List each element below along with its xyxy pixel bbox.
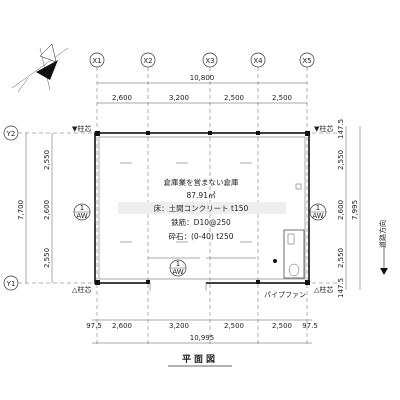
dim-right-seg-1: 147.5 <box>337 119 345 139</box>
grid-y1-label: Y1 <box>6 280 16 288</box>
dim-bottom-seg-3: 3,200 <box>169 322 189 330</box>
right-dimensions: 147.5 2,550 2,600 2,550 147.5 7,995 <box>337 119 361 298</box>
window-bottom-number: 1 <box>176 260 180 268</box>
arrow-down-icon <box>380 268 388 275</box>
dim-top-seg-3: 2,500 <box>224 94 244 102</box>
dim-right-total: 7,995 <box>351 200 359 220</box>
column-label-bottom-right: △柱芯 <box>314 285 333 294</box>
room-annotations: 倉庫業を営まない倉庫 87.91㎡ 床：土間コンクリート t150 鉄筋：D10… <box>118 177 286 241</box>
column-label-top-right: ▼柱芯 <box>314 124 333 133</box>
floor-plan-title: 平面図 <box>182 354 218 365</box>
top-dimensions: 10,800 2,600 3,200 2,500 2,500 <box>97 74 307 104</box>
window-bottom-label: AW <box>172 268 183 276</box>
dim-top-seg-1: 2,600 <box>112 94 132 102</box>
floor-spec: 床：土間コンクリート t150 <box>154 203 249 213</box>
dim-bottom-seg-4: 2,500 <box>224 322 244 330</box>
column-label-top-left: ▼柱芯 <box>72 124 91 133</box>
grid-x3: X3 <box>202 52 218 68</box>
grid-x1-label: X1 <box>92 57 101 65</box>
dim-right-seg-5: 147.5 <box>337 278 345 298</box>
grid-y1: Y1 <box>3 275 19 291</box>
room-area: 87.91㎡ <box>187 191 216 200</box>
toilet-fixture <box>273 229 305 279</box>
room-title: 倉庫業を営まない倉庫 <box>164 177 239 187</box>
beam-spec: 鉄筋：D10@250 <box>171 217 231 227</box>
dim-top-total: 10,800 <box>190 74 215 82</box>
window-left-number: 1 <box>80 204 84 212</box>
left-dimensions: 7,700 2,550 2,600 2,550 <box>17 133 53 283</box>
bottom-dimensions: 97.5 2,600 3,200 2,500 2,500 97.5 10,995 <box>86 319 318 344</box>
grid-y2: Y2 <box>3 125 19 141</box>
dim-top-seg-2: 3,200 <box>169 94 189 102</box>
grid-x3-label: X3 <box>205 57 214 65</box>
door-opening <box>149 282 207 291</box>
road-direction: 道路方向 <box>378 220 388 275</box>
grid-y2-label: Y2 <box>6 130 16 138</box>
column-label-bottom-left: △柱芯 <box>72 285 91 294</box>
grid-x5-label: X5 <box>302 57 311 65</box>
interior-marks <box>120 162 302 259</box>
dim-left-seg-1: 2,550 <box>43 150 51 170</box>
grid-x1: X1 <box>89 52 105 68</box>
grid-x4: X4 <box>250 52 266 68</box>
dim-bottom-seg-5: 2,500 <box>272 322 292 330</box>
grid-x5: X5 <box>299 52 315 68</box>
dim-right-seg-2: 2,550 <box>337 150 345 170</box>
dim-bottom-seg-2: 2,600 <box>112 322 132 330</box>
grid-x2: X2 <box>140 52 156 68</box>
window-marker-bottom: 1 AW <box>169 259 187 277</box>
grid-x2-label: X2 <box>143 57 152 65</box>
grid-x4-label: X4 <box>253 57 263 65</box>
dim-bottom-seg-1: 97.5 <box>86 322 102 330</box>
dim-right-seg-4: 2,550 <box>337 248 345 268</box>
dim-bottom-total: 10,995 <box>190 334 215 342</box>
window-right-number: 1 <box>316 204 320 212</box>
dim-right-seg-3: 2,600 <box>337 200 345 220</box>
dim-bottom-seg-6: 97.5 <box>302 322 318 330</box>
gravel-spec: 砕石：(0-40) t250 <box>168 231 233 241</box>
dim-left-total: 7,700 <box>17 200 25 220</box>
window-left-label: AW <box>76 212 87 220</box>
dim-left-seg-2: 2,600 <box>43 200 51 220</box>
dim-left-seg-3: 2,550 <box>43 248 51 268</box>
dim-top-seg-4: 2,500 <box>272 94 292 102</box>
north-arrow-icon <box>11 43 69 93</box>
window-right-label: AW <box>312 212 323 220</box>
pipe-fan-label: パイプファン <box>264 291 306 299</box>
window-marker-left: 1 AW <box>73 200 96 224</box>
road-direction-label: 道路方向 <box>378 220 387 248</box>
window-marker-right: 1 AW <box>308 200 327 224</box>
